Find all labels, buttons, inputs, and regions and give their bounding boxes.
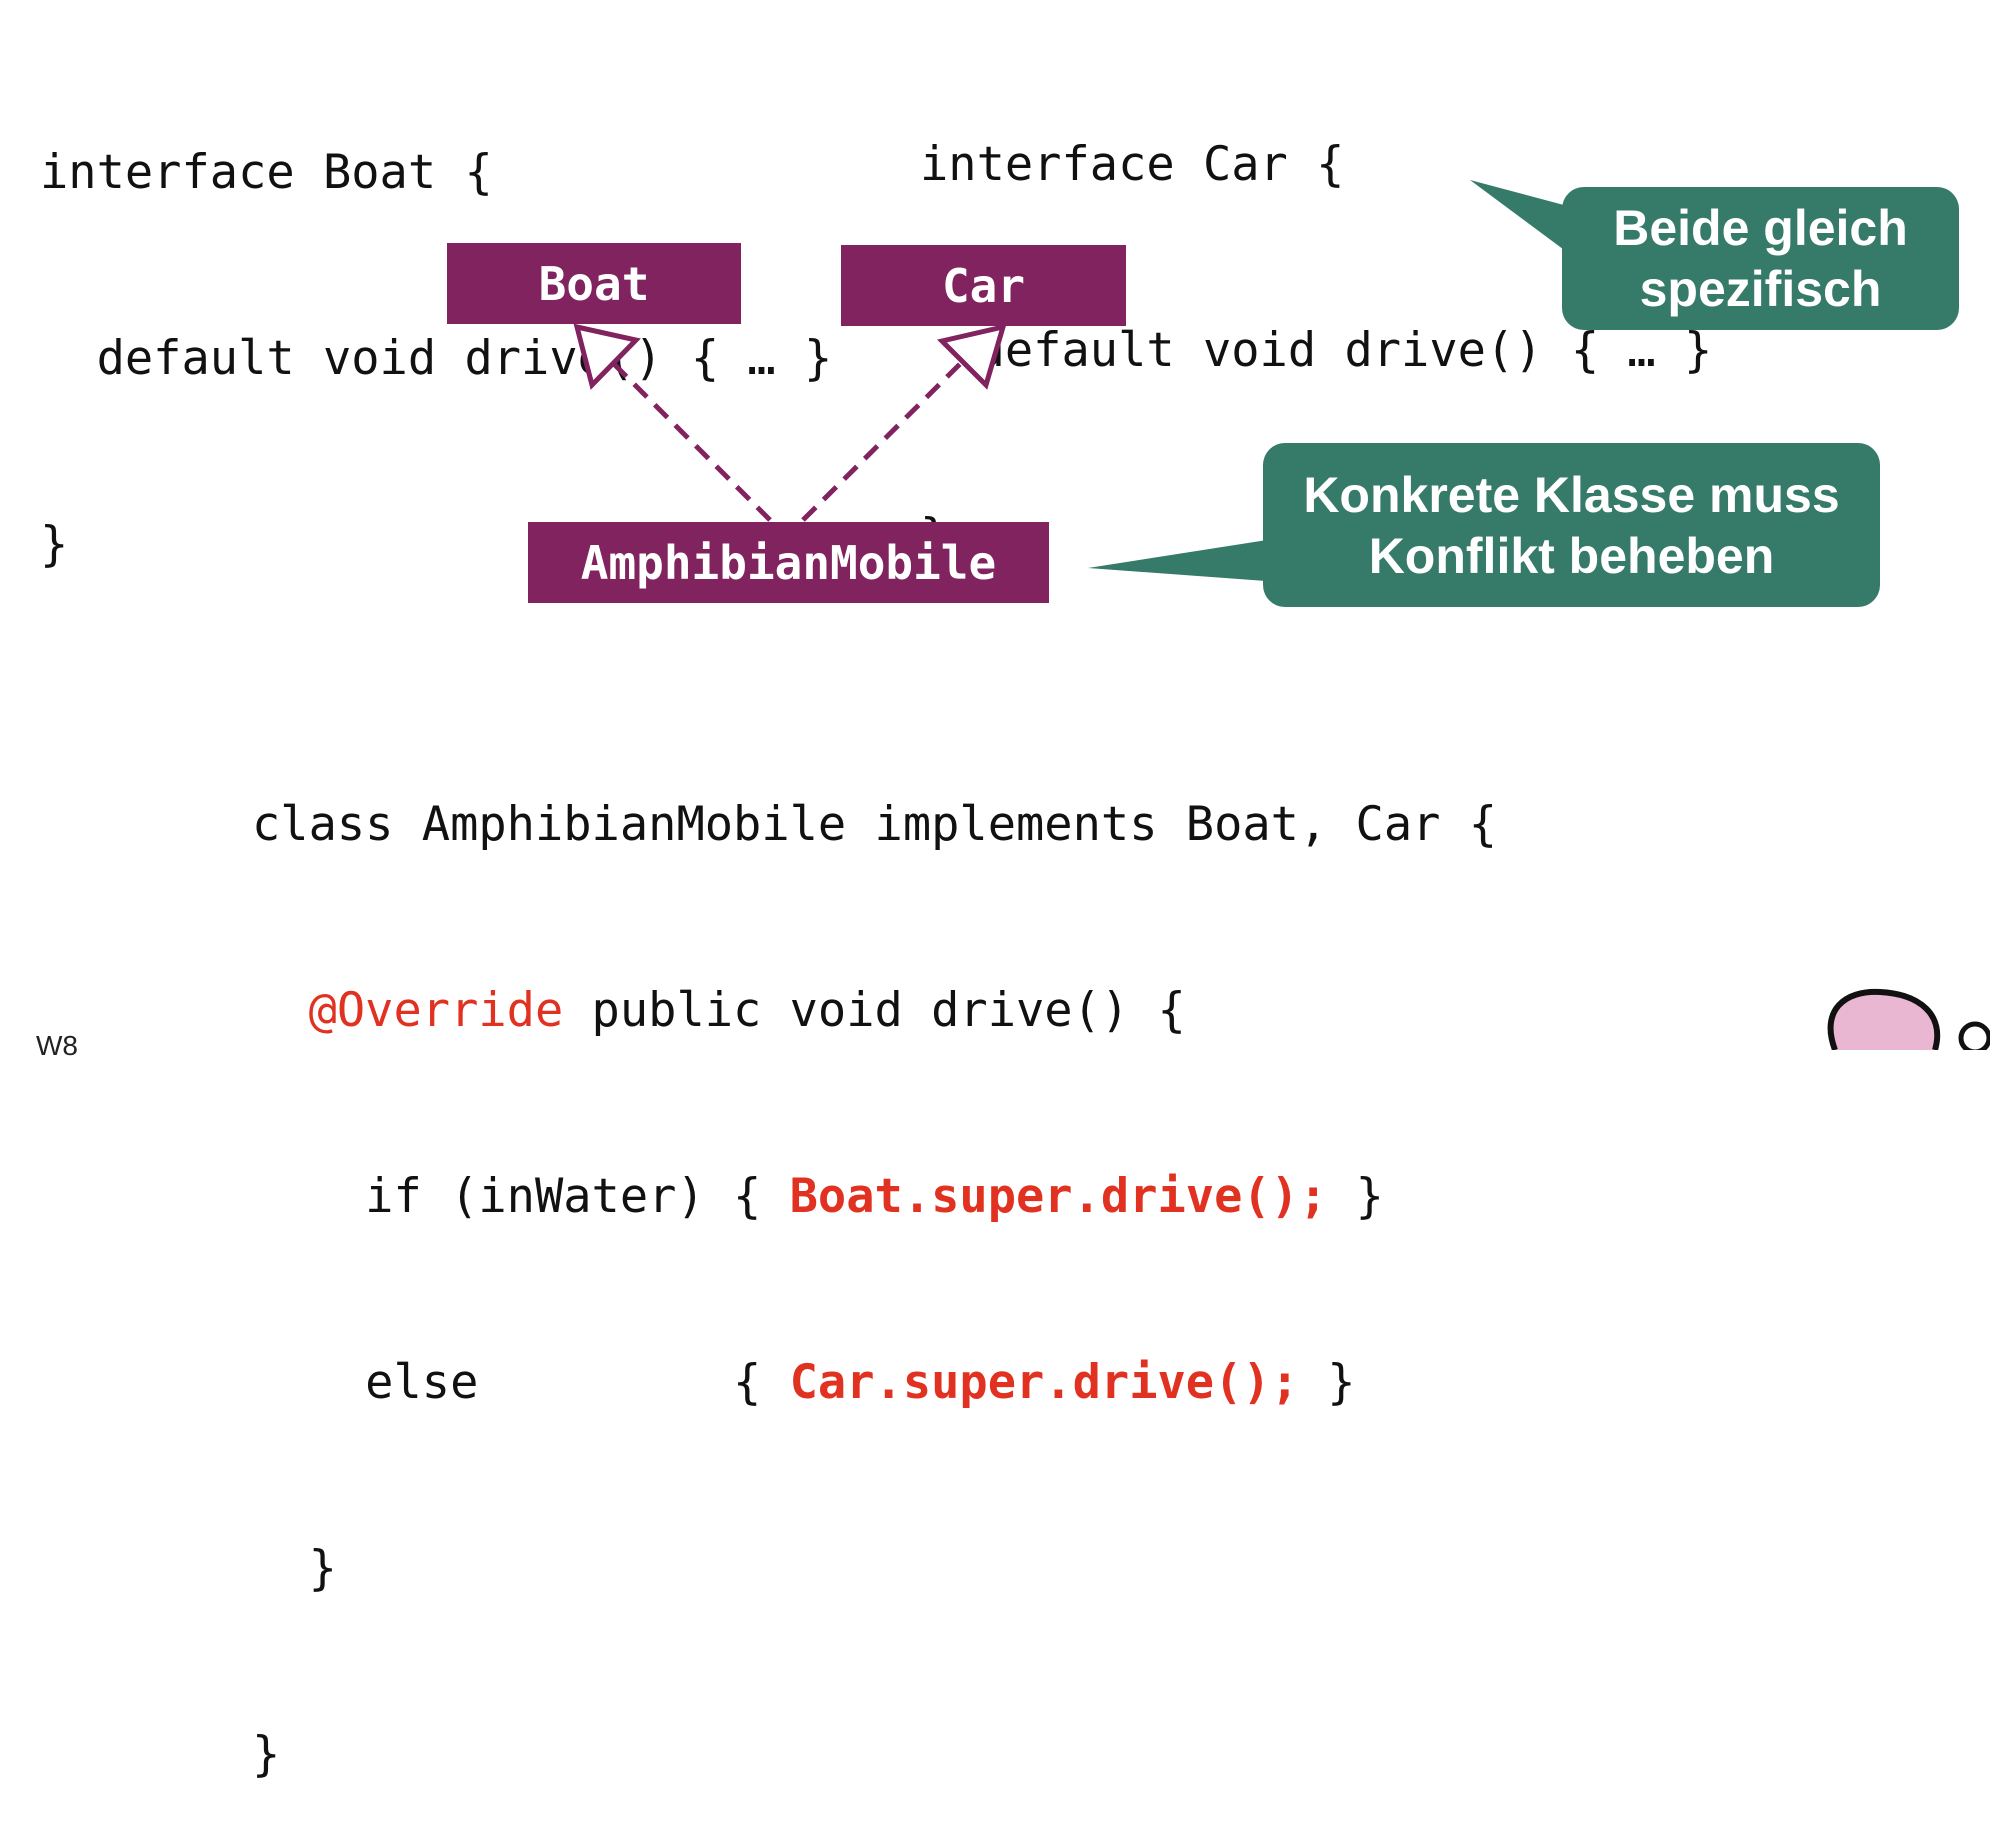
code-line: } <box>40 517 69 572</box>
car-super-call: Car.super.drive(); <box>789 1355 1299 1410</box>
brace-close: } <box>1298 1355 1356 1410</box>
car-interface-code: interface Car { default void drive() { …… <box>920 10 1712 630</box>
callout-resolve-conflict: Konkrete Klasse muss Konflikt beheben <box>1263 465 1880 587</box>
code-line: default void drive() { … } <box>920 323 1713 378</box>
if-branch: if (inWater) { <box>252 1169 790 1224</box>
diagram-graphics <box>573 180 1990 1050</box>
code-line: } <box>252 1541 337 1596</box>
callout-bubble-same-specific <box>1562 187 1959 330</box>
uml-box-amphibian-mobile: AmphibianMobile <box>528 522 1049 603</box>
logo-mark <box>1827 988 1941 1050</box>
code-line: @Override public void drive() { <box>252 980 1497 1042</box>
uml-box-boat: Boat <box>447 243 741 324</box>
boat-interface-code: interface Boat { default void drive() { … <box>40 18 832 638</box>
uml-label-car: Car <box>941 258 1026 313</box>
code-line: interface Car { <box>920 137 1345 192</box>
override-annotation: @Override <box>308 983 564 1038</box>
realization-line-boat <box>606 356 772 522</box>
callout-same-specific: Beide gleich spezifisch <box>1562 198 1959 320</box>
callout-line: Konflikt beheben <box>1368 528 1775 584</box>
amphibian-class-code: class AmphibianMobile implements Boat, C… <box>252 670 1497 1848</box>
uml-label-boat: Boat <box>538 256 650 311</box>
callout-bubble-resolve-conflict <box>1263 443 1880 607</box>
brace-close: } <box>1327 1169 1384 1224</box>
slide-label: W8 <box>36 1030 78 1061</box>
code-line: if (inWater) { Boat.super.drive(); } <box>252 1166 1497 1228</box>
arrowhead-boat <box>573 323 641 390</box>
callout-line: spezifisch <box>1639 261 1882 317</box>
method-signature: public void drive() { <box>563 983 1186 1038</box>
uml-box-car: Car <box>841 245 1126 326</box>
boat-super-call: Boat.super.drive(); <box>789 1169 1328 1224</box>
code-line: } <box>252 1727 281 1782</box>
callout-line: Beide gleich <box>1613 200 1908 256</box>
callout-pointer-same-specific <box>1470 180 1575 258</box>
callout-line: Konkrete Klasse muss <box>1303 467 1840 523</box>
code-line: interface Boat { <box>40 145 493 200</box>
else-branch: else { <box>252 1355 790 1410</box>
realization-line-car <box>801 356 968 522</box>
code-line: class AmphibianMobile implements Boat, C… <box>252 797 1498 852</box>
uml-label-amphibian-mobile: AmphibianMobile <box>580 535 997 590</box>
logo-dot <box>1958 1021 1990 1050</box>
arrowhead-car <box>937 323 1007 390</box>
code-line: default void drive() { … } <box>40 331 833 386</box>
code-line: else { Car.super.drive(); } <box>252 1352 1497 1414</box>
callout-pointer-resolve-conflict <box>1088 538 1280 582</box>
